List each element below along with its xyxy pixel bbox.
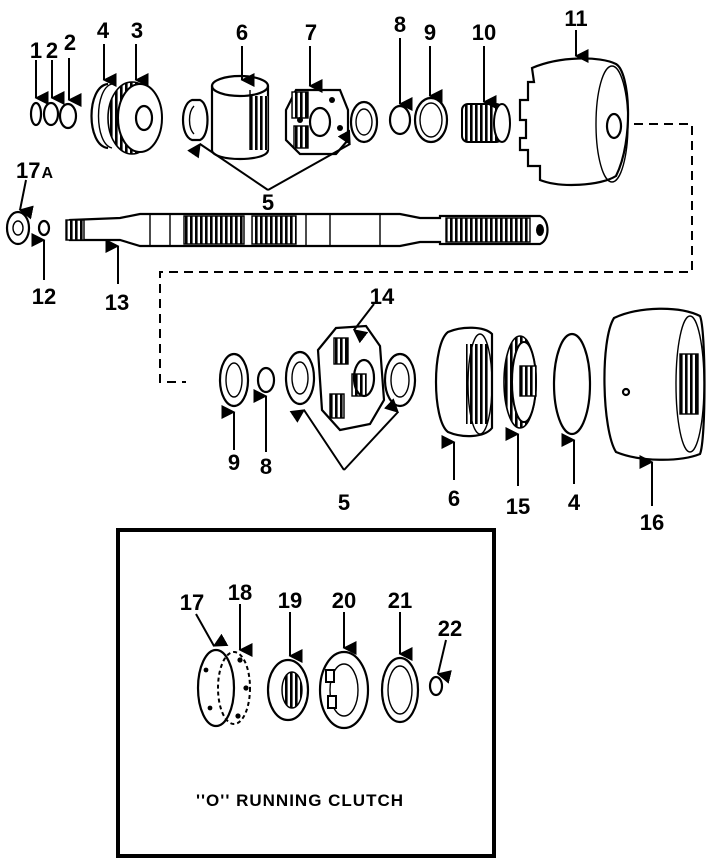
part-2-ring [42,101,60,127]
callout-5-bottom: 5 [338,490,350,515]
callout-21: 21 [388,588,412,613]
callout-10: 10 [472,20,496,45]
callout-2-second: 2 [64,30,76,55]
callout-3: 3 [131,18,143,43]
part-1-small-ring [29,101,43,127]
inset-title: ''O'' RUNNING CLUTCH [196,791,404,810]
callout-8-bottom: 8 [260,454,272,479]
callout-13: 13 [105,290,129,315]
callout-8-top: 8 [394,12,406,37]
callout-17: 17 [180,590,204,615]
part-22-washer [428,675,444,697]
part-16-drum [603,307,706,461]
part-9-washer-bottom [218,352,250,408]
callout-12: 12 [32,284,56,309]
part-5-thrust-washer-bottom-right [383,352,417,408]
callout-4-top: 4 [97,18,110,43]
part-8-snap-ring-top [388,104,412,136]
callout-22: 22 [438,616,462,641]
callout-18: 18 [228,580,252,605]
part-4-snap-ring-bottom [552,332,592,436]
part-15-clutch-hub [503,335,537,429]
part-6-ring-gear-bottom [434,326,494,438]
part-19-bearing [266,658,310,722]
part-17a-washer [5,210,31,246]
part-5-thrust-washer-bottom-left [284,350,316,406]
part-17-ring [196,648,236,728]
callout-5-top: 5 [262,190,274,215]
callout-6-bottom: 6 [448,486,460,511]
part-5-thrust-washer-top-left [181,98,209,142]
callout-4-bottom: 4 [568,490,581,515]
callout-17a: 17A [16,158,53,183]
callout-14: 14 [370,284,395,309]
part-7-planet-carrier-top [284,88,350,156]
part-21-ring [380,656,420,724]
part-14-planet-carrier [316,324,386,432]
callout-2: 2 [46,38,58,63]
part-9-washer-top [413,96,449,144]
part-13-mainshaft [65,212,549,248]
part-10-sun-gear [461,103,511,143]
part-11-drum [518,57,630,187]
part-3-gear-wheel [107,81,163,155]
callout-9-top: 9 [424,20,436,45]
part-6-ring-gear-top [210,74,270,160]
callout-leaders [18,30,654,684]
callout-numbers: 1 2 2 4 3 6 7 8 9 10 11 5 17A 12 13 14 9… [16,6,664,641]
callout-19: 19 [278,588,302,613]
callout-1: 1 [30,38,42,63]
callout-15: 15 [506,494,530,519]
callout-20: 20 [332,588,356,613]
running-clutch-inset: ''O'' RUNNING CLUTCH [116,528,496,858]
callout-6-top: 6 [236,20,248,45]
callout-9-bottom: 9 [228,450,240,475]
part-8-snap-ring-bottom [256,366,276,394]
part-12-small-washer [37,219,51,237]
part-5-thrust-washer-top-right [349,100,379,144]
callout-11: 11 [564,6,587,31]
callout-16: 16 [640,510,664,535]
part-18-sprag [217,651,251,725]
part-20-race [318,650,370,730]
callout-7: 7 [305,20,317,45]
part-2-ring-second [58,102,78,130]
dashed-assembly-connector [159,123,693,383]
